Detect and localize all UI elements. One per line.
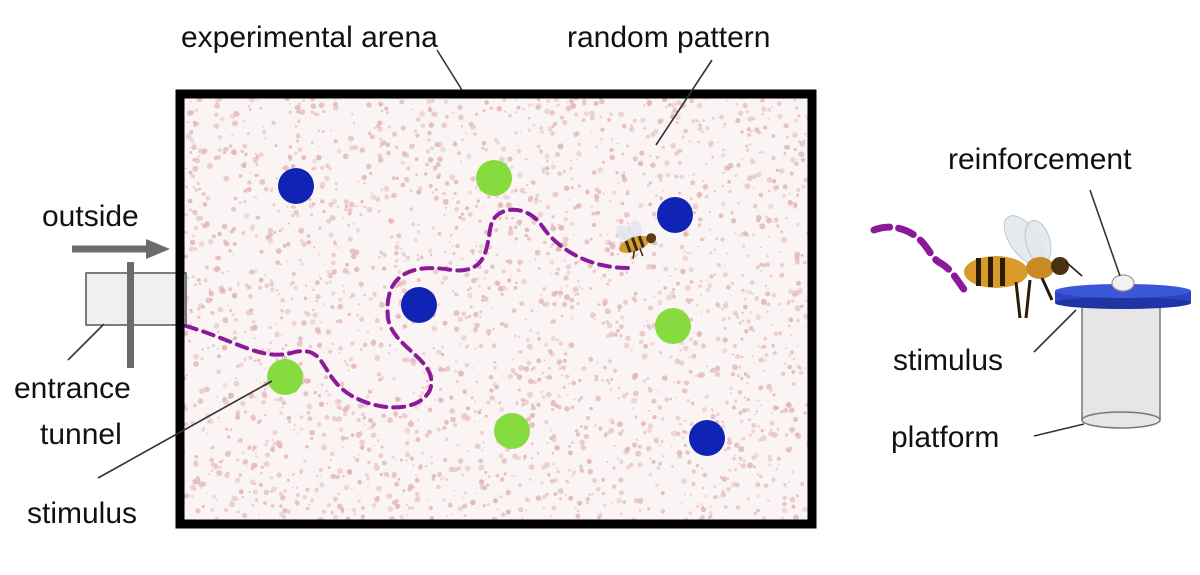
label-tunnel: tunnel <box>40 418 122 451</box>
label-stimulus-right: stimulus <box>893 344 1003 377</box>
label-experimental-arena: experimental arena <box>181 21 438 54</box>
arena-background <box>180 94 812 524</box>
stimuli <box>267 160 725 456</box>
blue-stimulus <box>401 287 437 323</box>
flight-path <box>184 207 630 410</box>
entrance-tunnel <box>85 262 187 368</box>
blue-stimulus <box>278 168 314 204</box>
label-random-pattern: random pattern <box>567 21 770 54</box>
platform <box>1081 299 1161 429</box>
blue-stimulus <box>689 420 725 456</box>
label-platform: platform <box>891 421 999 454</box>
bee-icon <box>616 220 657 259</box>
label-outside: outside <box>42 200 139 233</box>
label-reinforcement: reinforcement <box>948 143 1132 176</box>
stimulus-disc <box>1055 284 1191 309</box>
label-entrance: entrance <box>14 372 131 405</box>
green-stimulus <box>267 359 303 395</box>
green-stimulus <box>655 308 691 344</box>
label-stimulus-left: stimulus <box>27 497 137 530</box>
green-stimulus <box>494 413 530 449</box>
arrow-right-icon <box>72 239 170 259</box>
green-stimulus <box>476 160 512 196</box>
blue-stimulus <box>657 197 693 233</box>
reinforcement-drop <box>1111 274 1135 292</box>
bee-icon <box>964 215 1083 319</box>
flight-path-right <box>870 223 970 296</box>
experimental-arena <box>175 89 817 529</box>
